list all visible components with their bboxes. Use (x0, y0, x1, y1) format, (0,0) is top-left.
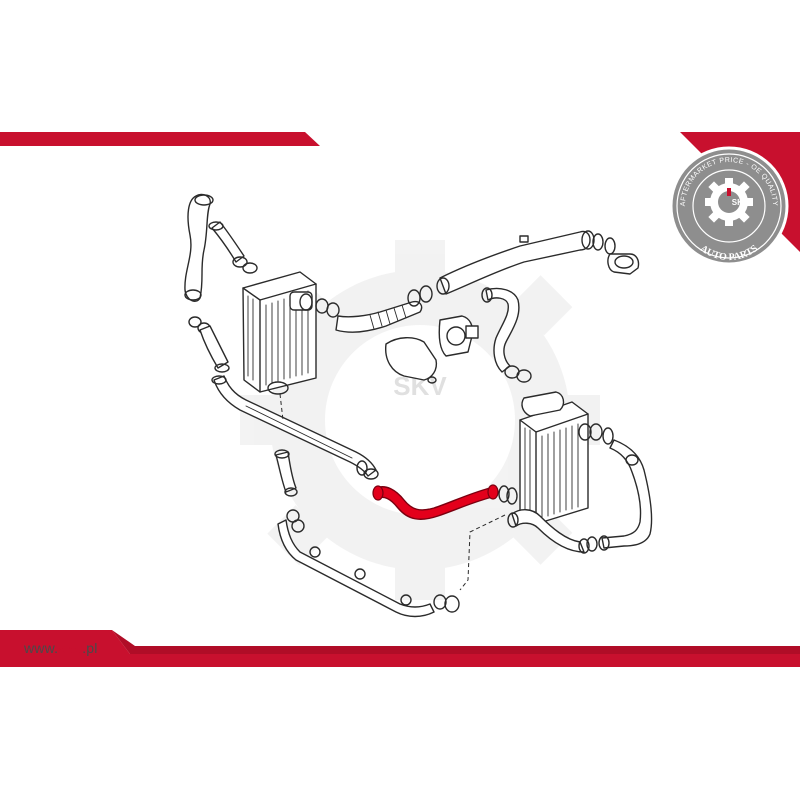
bottom-band (0, 630, 800, 667)
hose-left-short (199, 325, 230, 373)
intercooler-left (242, 271, 317, 395)
hose-lower-right (507, 509, 590, 554)
hose-s-right (481, 287, 532, 383)
dashed-connector-right (459, 514, 506, 591)
pipe-lower-left (274, 449, 460, 618)
pipe-upper (436, 230, 640, 295)
hose-top-left (184, 193, 214, 302)
seal-center-text: SKV (732, 198, 749, 207)
dashed-connector-left (279, 393, 284, 421)
clamps-center (356, 460, 518, 505)
hose-elbow-upper (208, 221, 258, 274)
url-brand: skv (58, 640, 83, 656)
top-left-band (0, 132, 320, 146)
website-url[interactable]: www.skv.pl (24, 640, 98, 656)
clamps-right (589, 423, 614, 445)
url-prefix: www. (24, 640, 59, 656)
url-suffix: .pl (82, 640, 98, 656)
highlighted-intercooler-hose (372, 484, 499, 520)
pipe-long-left (211, 375, 379, 480)
bottom-band-shade (112, 630, 800, 654)
skv-seal: AFTERMARKET PRICE - OE QUALITY AUTO PART… (669, 146, 789, 266)
throttle-body (385, 315, 479, 384)
hose-corrugated (335, 285, 433, 333)
intercooler-right (519, 391, 592, 525)
hose-right-long (586, 439, 653, 552)
